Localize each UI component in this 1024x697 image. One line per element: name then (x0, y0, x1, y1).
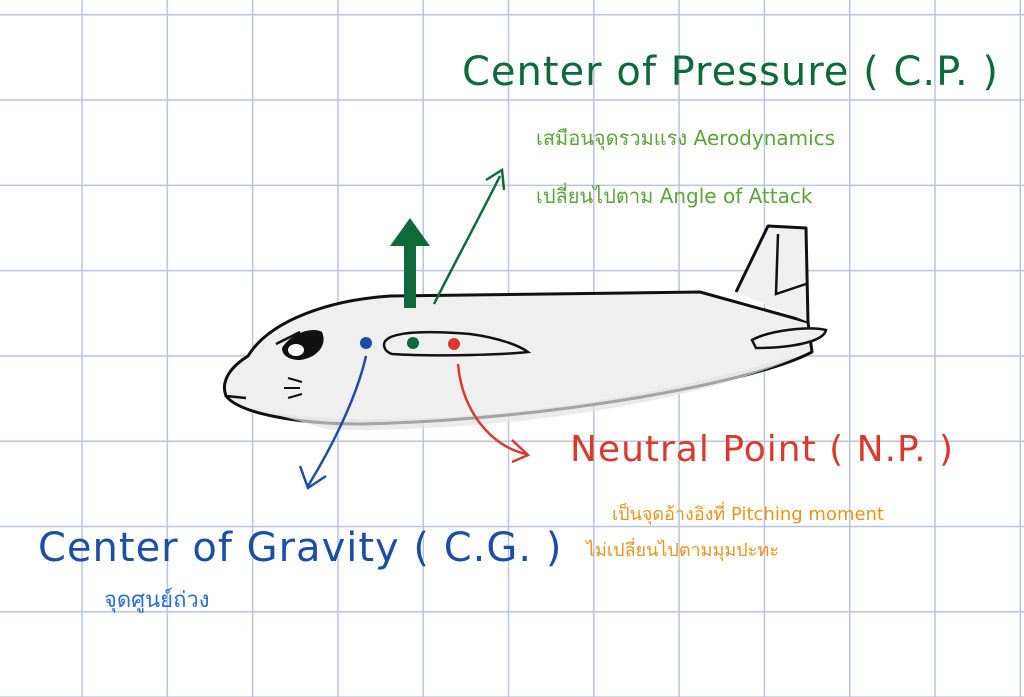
np-description-line2: ไม่เปลี่ยนไปตามมุมปะทะ (586, 540, 779, 561)
np-arrow (456, 363, 527, 456)
horizontal-stabilizer (750, 327, 828, 350)
np-description-line1: เป็นจุดอ้างอิงที่ Pitching moment (612, 504, 885, 525)
cheek-lines (284, 377, 303, 399)
cp-description-line2: เปลี่ยนไปตาม Angle of Attack (536, 184, 813, 208)
cg-description: จุดศูนย์ถ่วง (104, 588, 210, 613)
cg-arrowhead (298, 465, 327, 490)
cp-description-line1: เสมือนจุดรวมแรง Aerodynamics (536, 126, 836, 150)
fuselage-shadow (260, 356, 800, 431)
np-arrowhead (511, 439, 531, 464)
cp-title: Center of Pressure ( C.P. ) (462, 49, 1000, 95)
airplane-tail-fin (734, 224, 810, 323)
cg-dot (360, 337, 372, 349)
np-title: Neutral Point ( N.P. ) (570, 429, 955, 470)
cockpit-eye-highlight (288, 344, 304, 356)
airplane-fuselage (223, 290, 814, 426)
np-dot (448, 338, 460, 350)
nose-line (225, 394, 247, 400)
lift-arrow (390, 218, 430, 308)
cg-arrow (306, 355, 368, 487)
cp-arrowhead (485, 167, 506, 191)
cg-title: Center of Gravity ( C.G. ) (38, 525, 563, 571)
cp-arrow (432, 175, 502, 305)
cp-dot (407, 337, 419, 349)
tail-fin-rudder (774, 233, 807, 296)
cockpit-brow (275, 330, 301, 346)
